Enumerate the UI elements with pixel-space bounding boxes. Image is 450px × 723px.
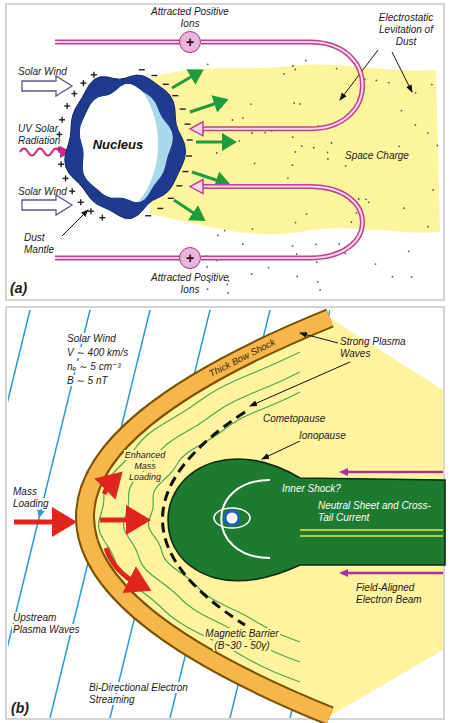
callout-label: Space Charge: [345, 150, 409, 161]
label-box: Solar Wind: [66, 333, 156, 345]
solar-wind-field-lines: [0, 310, 450, 718]
callout-label: (b): [10, 700, 30, 716]
ion-charge: +: [186, 250, 194, 266]
label-box: (b): [10, 700, 40, 717]
label-box: Neutral Sheet and Cross-Tail Current: [318, 500, 442, 524]
panel-frame: [6, 307, 444, 719]
callout-label: Ionopause: [298, 430, 347, 441]
surface-charges: [56, 70, 193, 221]
label-box: UV Solar Radiation: [18, 123, 76, 147]
callout-label: Attracted Positive Ions: [151, 6, 229, 29]
label-box: B ∼ 5 nT: [66, 375, 156, 387]
comet-nucleus: Nucleus: [62, 68, 188, 220]
label-box: nₑ ∼ 5 cm⁻³: [66, 361, 156, 373]
inner-shock: [221, 480, 270, 558]
callout-label: V ∼ 400 km/s: [66, 347, 129, 358]
label-box: Electrostatic Levitation of Dust: [372, 12, 440, 48]
label-box: Bi-Directional Electron Streaming: [88, 682, 188, 706]
callout-label: nₑ ∼ 5 cm⁻³: [66, 361, 122, 372]
callout-label: Field-Aligned Electron Beam: [355, 582, 423, 605]
callout-label: Solar Wind: [18, 186, 67, 197]
label-box: Mass Loading: [12, 486, 56, 510]
callout-label: Attracted Positive Ions: [151, 272, 229, 295]
callout-label: Cometopause: [262, 413, 326, 424]
label-box: Field-Aligned Electron Beam: [355, 582, 440, 606]
label-box: Solar Wind: [18, 66, 78, 78]
label-box: Magnetic Barrier (B~30 - 50γ): [200, 628, 284, 652]
label-box: Space Charge: [345, 150, 425, 162]
label-box: Attracted Positive Ions: [150, 272, 230, 296]
nucleus-icon: [214, 508, 250, 528]
label-box: (a): [10, 280, 40, 297]
leader-line: [62, 210, 88, 236]
callout-label: Mass Loading: [12, 486, 50, 509]
ion-attraction-arrow: [190, 42, 363, 136]
label-box: Solar Wind: [18, 186, 78, 198]
uv-radiation-wave: [20, 149, 62, 156]
label-box: Cometopause: [262, 413, 332, 425]
ion-charge: +: [186, 34, 194, 50]
label-box: Attracted Positive Ions: [150, 6, 230, 30]
label-box: V ∼ 400 km/s: [66, 347, 156, 359]
label-box: Ionopause: [298, 430, 358, 442]
callout-label: Electrostatic Levitation of Dust: [379, 12, 433, 47]
panel-frame: [6, 4, 444, 300]
callout-label: Bi-Directional Electron Streaming: [88, 682, 189, 705]
space-charge-cloud: [150, 64, 440, 234]
label-box: Inner Shock?: [282, 483, 352, 495]
callout-label: Neutral Sheet and Cross-Tail Current: [318, 500, 431, 523]
neutral-sheet: [300, 530, 443, 536]
callout-label: Dust Mantle: [24, 232, 54, 255]
leader-line: [392, 52, 412, 92]
callout-label: Magnetic Barrier (B~30 - 50γ): [204, 628, 279, 651]
ion-tail: [168, 459, 445, 581]
callout-label: (a): [10, 280, 27, 296]
callout-label: Strong Plasma Waves: [340, 336, 406, 359]
callout-label: UV Solar Radiation: [18, 123, 60, 146]
callout-label: Solar Wind: [18, 66, 67, 77]
callout-label: Enhanced Mass Loading: [124, 450, 167, 482]
positive-ion: +: [179, 31, 201, 53]
callout-label: B ∼ 5 nT: [66, 375, 109, 386]
label-box: Dust Mantle: [24, 232, 64, 256]
ion-attraction-arrow: [190, 180, 363, 258]
callout-label: Upstream Plasma Waves: [12, 612, 81, 635]
callout-label: Solar Wind: [66, 333, 117, 344]
label-box: Upstream Plasma Waves: [12, 612, 82, 636]
label-box: Enhanced Mass Loading: [121, 450, 169, 483]
label-box: Strong Plasma Waves: [340, 336, 415, 360]
positive-ion: +: [179, 247, 201, 269]
callout-label: Inner Shock?: [282, 483, 341, 494]
node-label: Nucleus: [93, 137, 144, 152]
